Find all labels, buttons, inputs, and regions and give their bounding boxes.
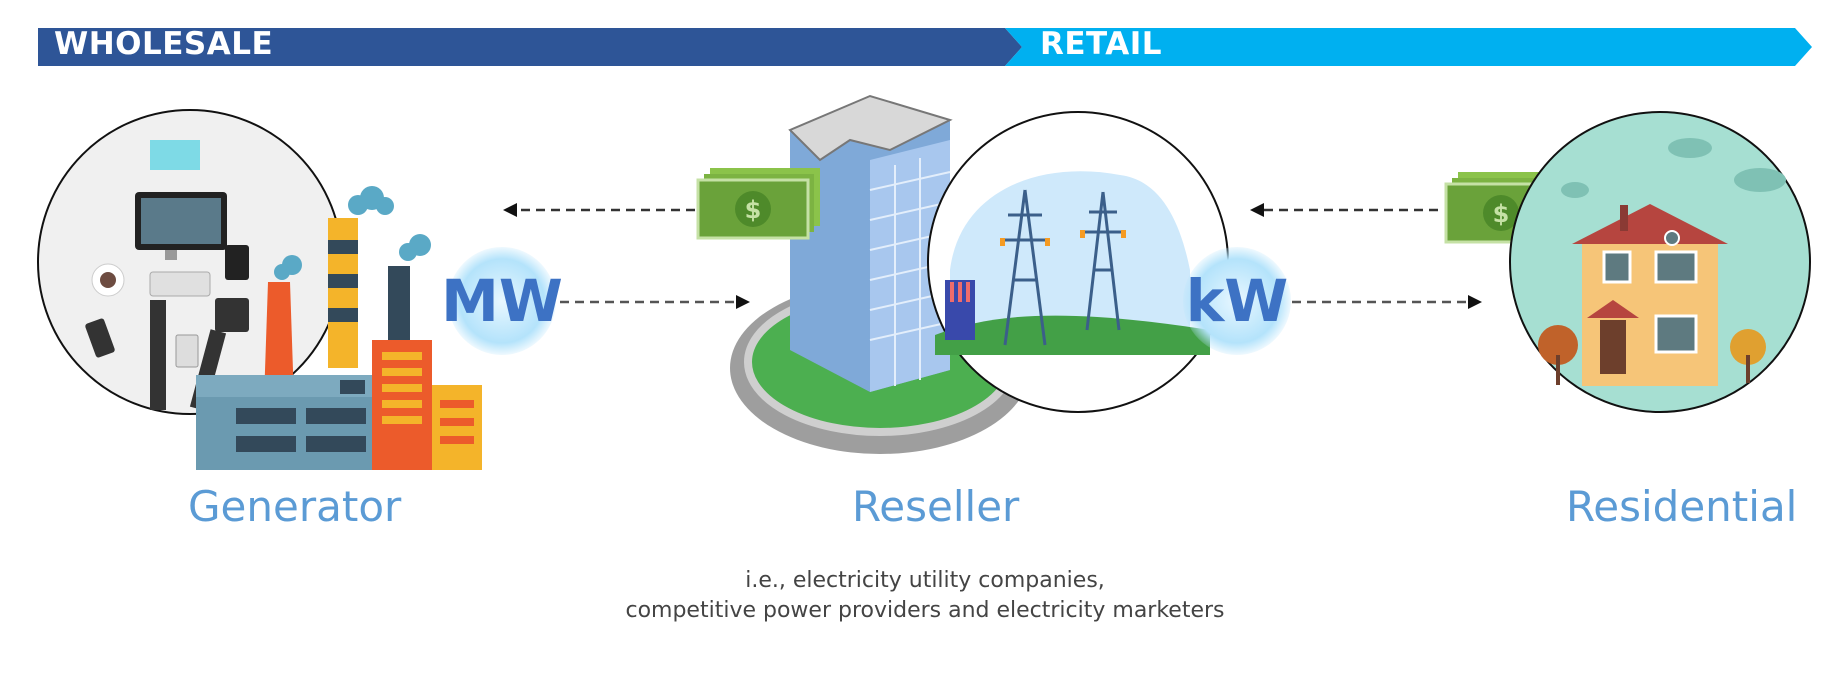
factory-icon	[196, 186, 482, 470]
retail-band	[1005, 28, 1812, 66]
arrow-payment-to-reseller	[1250, 203, 1438, 217]
retail-unit-badge: kW	[1183, 247, 1291, 355]
reseller-note-line2: competitive power providers and electric…	[625, 598, 1225, 623]
generator-label: Generator	[188, 482, 402, 531]
arrow-power-to-reseller	[560, 295, 750, 309]
wholesale-unit-badge: MW	[441, 247, 563, 355]
arrow-payment-to-generator	[503, 203, 695, 217]
wholesale-unit-text: MW	[441, 267, 563, 335]
svg-text:$: $	[1493, 200, 1510, 228]
wholesale-label: WHOLESALE	[54, 26, 274, 62]
retail-label: RETAIL	[1040, 26, 1163, 62]
dollar-bill-stack-icon: $	[696, 168, 820, 240]
residential-label: Residential	[1566, 482, 1798, 531]
reseller-note-line1: i.e., electricity utility companies,	[745, 568, 1105, 593]
arrow-power-to-residential	[1292, 295, 1482, 309]
svg-text:$: $	[745, 196, 762, 224]
workspace-desk-icon	[37, 109, 343, 415]
wholesale-band	[38, 28, 1022, 66]
retail-unit-text: kW	[1185, 267, 1289, 335]
power-pylons-icon	[927, 111, 1229, 413]
reseller-label: Reseller	[852, 482, 1020, 531]
house-icon	[1509, 111, 1811, 413]
